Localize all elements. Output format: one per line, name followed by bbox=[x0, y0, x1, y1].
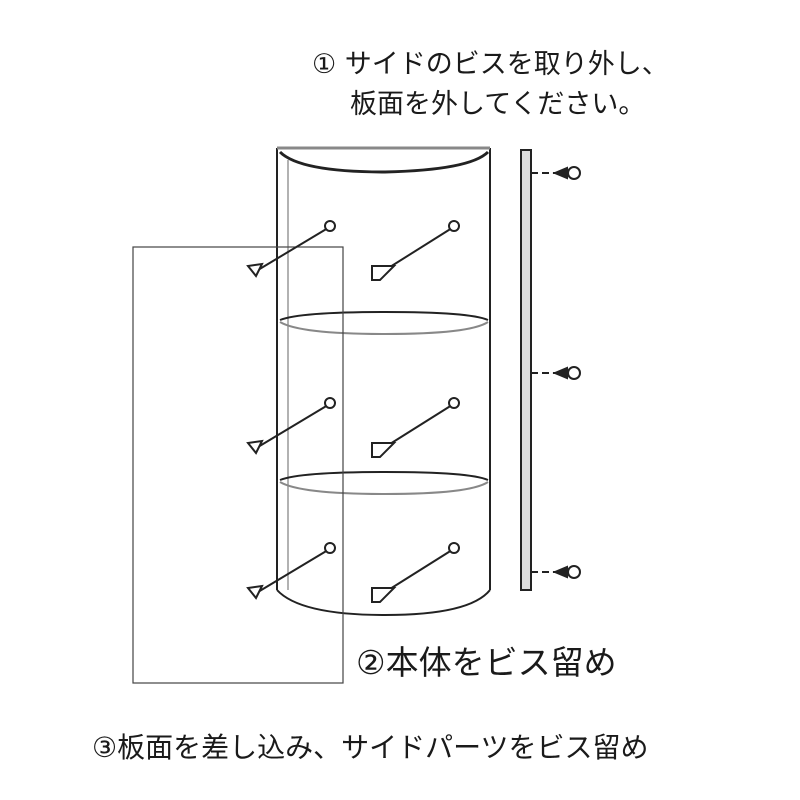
step1-instruction-line1: ① サイドのビスを取り外し、 bbox=[312, 49, 669, 80]
screw-icon bbox=[531, 166, 581, 180]
step1-instruction-line2: 板面を外してください。 bbox=[350, 89, 646, 120]
shelf-body bbox=[276, 146, 491, 617]
anchor-fitting bbox=[246, 220, 460, 281]
step3-instruction: ③板面を差し込み、サイドパーツをビス留め bbox=[92, 731, 649, 764]
anchor-fitting bbox=[246, 397, 460, 458]
step2-instruction: ②本体をビス留め bbox=[356, 643, 617, 682]
screw-icon bbox=[531, 565, 581, 579]
board-panel bbox=[132, 246, 344, 684]
side-part bbox=[520, 149, 532, 591]
screw-icon bbox=[531, 366, 581, 380]
anchor-fitting bbox=[246, 542, 460, 603]
